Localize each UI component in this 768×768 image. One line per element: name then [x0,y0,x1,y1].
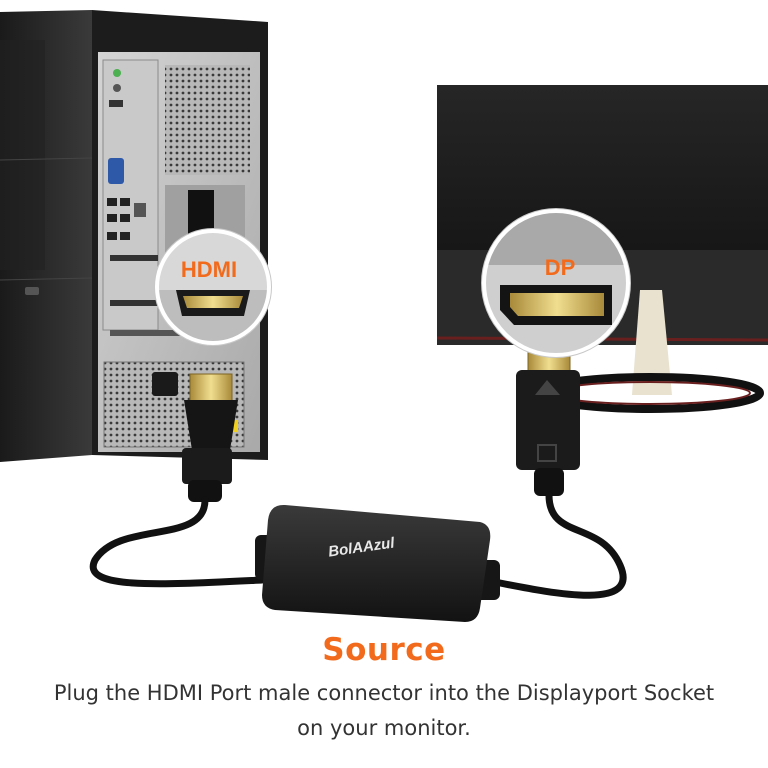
caption-title: Source [322,632,446,668]
displayport-plug [516,337,580,496]
displayport-socket-icon [500,285,612,325]
caption-line-1: Plug the HDMI Port male connector into t… [53,681,715,705]
adapter-box: BolAAzul [255,504,500,622]
dp-label: DP [545,255,576,280]
hdmi-port-icon [176,290,250,316]
hdmi-label: HDMI [181,257,237,282]
caption-line-2: on your monitor. [297,716,471,740]
dp-callout: DP [481,208,631,358]
cables [89,491,627,599]
hdmi-plug [182,373,238,502]
hdmi-callout: HDMI [154,228,272,346]
